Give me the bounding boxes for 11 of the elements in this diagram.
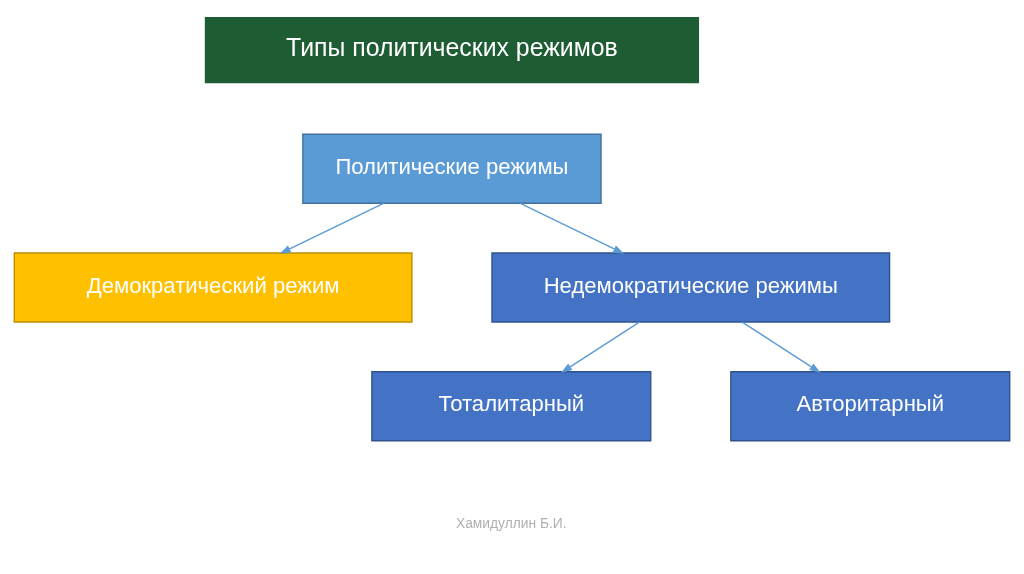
node-box: Авторитарный [730,370,1011,441]
arrow [519,202,625,254]
arrow [561,320,641,373]
node-box: Тоталитарный [371,370,652,441]
node-box: Демократический режим [13,251,413,323]
diagram-title: Типы политических режимов [286,33,618,61]
label: Хамидуллин Б.И. [456,515,567,531]
arrow [741,320,821,373]
node-box: Политические режимы [302,133,602,204]
node-box: Недемократические режимы [491,251,891,323]
arrow [279,202,385,254]
